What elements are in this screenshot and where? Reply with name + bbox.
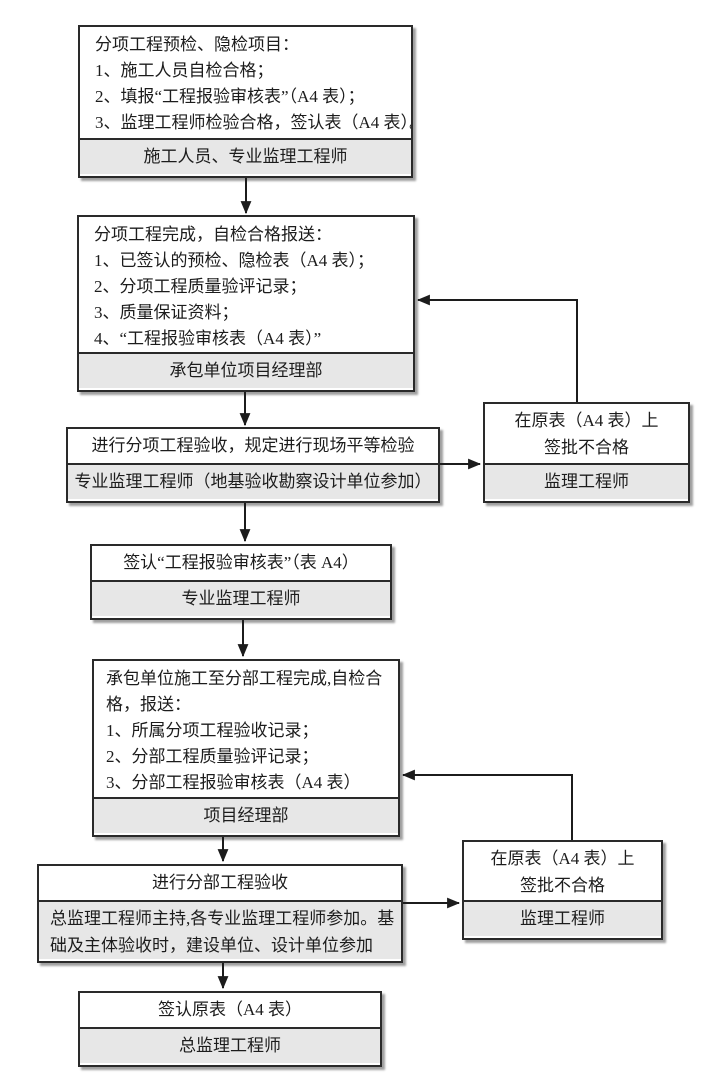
node-reject-subitem-body: 在原表（A4 表）上 签批不合格	[485, 404, 688, 463]
text-line: 签批不合格	[544, 438, 629, 457]
node-reject-subdivision: 在原表（A4 表）上 签批不合格 监理工程师	[462, 840, 663, 940]
text-line: 1、已签认的预检、隐检表（A4 表）；	[94, 251, 375, 270]
text-line: 2、填报“工程报验审核表”（A4 表）；	[95, 87, 365, 106]
node-sign-review-form-title: 签认“工程报验审核表”（表 A4）	[123, 553, 359, 572]
node-precheck-body: 分项工程预检、隐检项目： 1、施工人员自检合格； 2、填报“工程报验审核表”（A…	[80, 27, 411, 138]
text-line: 1、施工人员自检合格；	[95, 61, 274, 80]
node-subdivision-acceptance: 进行分部工程验收 总监理工程师主持,各专业监理工程师参加。基 础及主体验收时，建…	[37, 864, 403, 963]
node-reject-subitem-responsible: 监理工程师	[485, 463, 688, 499]
text-line: 4、“工程报验审核表（A4 表）”	[94, 329, 322, 348]
text-line: 分项工程预检、隐检项目：	[95, 35, 299, 54]
node-subitem-complete-responsible: 承包单位项目经理部	[79, 352, 413, 388]
connector-reject-subitem-back-to-subitem-complete	[416, 294, 578, 402]
text-line: 3、分部工程报验审核表（A4 表）	[106, 773, 361, 792]
node-subitem-acceptance-title: 进行分项工程验收，规定进行现场平等检验	[91, 436, 415, 455]
text-line: 础及主体验收时，建设单位、设计单位参加	[50, 936, 373, 955]
node-subdivision-complete: 承包单位施工至分部工程完成,自检合 格，报送： 1、所属分项工程验收记录； 2、…	[92, 659, 400, 837]
text-line: 分项工程完成，自检合格报送：	[94, 225, 332, 244]
node-precheck-responsible: 施工人员、专业监理工程师	[80, 138, 411, 174]
node-subitem-acceptance-responsible: 专业监理工程师（地基验收勘察设计单位参加）	[68, 463, 438, 499]
node-reject-subdivision-responsible: 监理工程师	[464, 900, 661, 936]
text-line: 在原表（A4 表）上	[514, 411, 659, 430]
text-line: 3、质量保证资料；	[94, 303, 239, 322]
node-subdivision-acceptance-title: 进行分部工程验收	[152, 873, 288, 892]
text-line: 格，报送：	[106, 695, 191, 714]
node-reject-subdivision-body: 在原表（A4 表）上 签批不合格	[464, 842, 661, 900]
node-subitem-complete: 分项工程完成，自检合格报送： 1、已签认的预检、隐检表（A4 表）； 2、分项工…	[77, 215, 415, 392]
node-subdivision-complete-responsible: 项目经理部	[94, 797, 398, 833]
node-sign-original-title: 签认原表（A4 表）	[157, 1000, 303, 1019]
text-line: 2、分项工程质量验评记录；	[94, 277, 307, 296]
text-line: 2、分部工程质量验评记录；	[106, 747, 319, 766]
text-line: 1、所属分项工程验收记录；	[106, 721, 319, 740]
text-line: 3、监理工程师检验合格，签认表（A4 表）。	[95, 113, 411, 132]
text-line: 签批不合格	[520, 876, 605, 895]
text-line: 在原表（A4 表）上	[490, 849, 635, 868]
node-subitem-complete-body: 分项工程完成，自检合格报送： 1、已签认的预检、隐检表（A4 表）； 2、分项工…	[79, 217, 413, 352]
text-line: 承包单位施工至分部工程完成,自检合	[106, 669, 383, 688]
text-line: 总监理工程师主持,各专业监理工程师参加。基	[50, 909, 395, 928]
node-sign-original: 签认原表（A4 表） 总监理工程师	[78, 991, 382, 1067]
node-subdivision-acceptance-responsible: 总监理工程师主持,各专业监理工程师参加。基 础及主体验收时，建设单位、设计单位参…	[39, 900, 401, 959]
node-reject-subitem: 在原表（A4 表）上 签批不合格 监理工程师	[483, 402, 690, 503]
node-precheck: 分项工程预检、隐检项目： 1、施工人员自检合格； 2、填报“工程报验审核表”（A…	[78, 25, 413, 178]
node-sign-review-form: 签认“工程报验审核表”（表 A4） 专业监理工程师	[90, 544, 392, 620]
connector-reject-subdivision-back-to-complete	[401, 769, 573, 840]
node-sign-review-form-responsible: 专业监理工程师	[92, 580, 390, 616]
node-sign-original-responsible: 总监理工程师	[80, 1027, 380, 1063]
node-subdivision-complete-body: 承包单位施工至分部工程完成,自检合 格，报送： 1、所属分项工程验收记录； 2、…	[94, 661, 398, 797]
node-subitem-acceptance: 进行分项工程验收，规定进行现场平等检验 专业监理工程师（地基验收勘察设计单位参加…	[66, 427, 440, 503]
